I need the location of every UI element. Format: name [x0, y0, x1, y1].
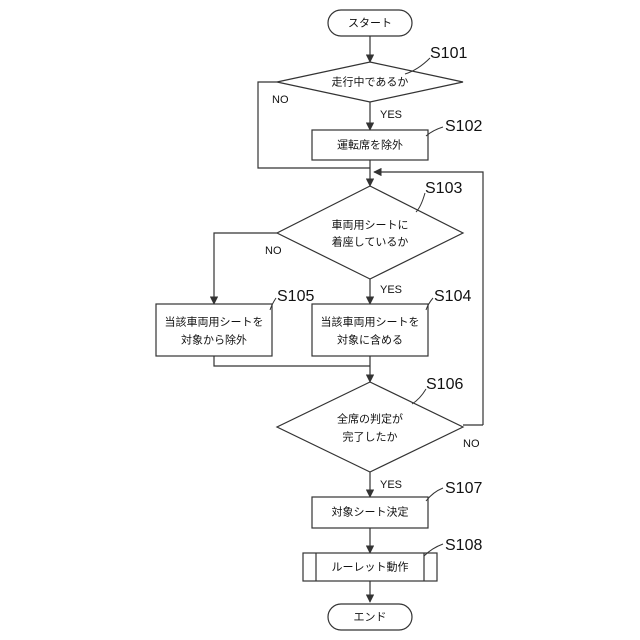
s103-no-label: NO [265, 245, 282, 257]
process-s105: 当該車両用シートを 対象から除外 [156, 304, 272, 356]
process-s107: 対象シート決定 [312, 497, 428, 528]
step-labels: S101 S102 S103 S104 S105 S106 S107 S108 [270, 45, 482, 556]
process-s107-text: 対象シート決定 [332, 505, 409, 519]
start-node: スタート [328, 10, 412, 36]
decision-s103-text-line1: 車両用シートに [332, 218, 409, 232]
decision-s106-text-line2: 完了したか [343, 430, 398, 444]
end-node: エンド [328, 604, 412, 630]
step-s107: S107 [445, 480, 482, 497]
step-s104: S104 [434, 288, 471, 305]
predefined-process-s108: ルーレット動作 [303, 553, 437, 581]
step-s106: S106 [426, 376, 463, 393]
decision-s103-text-line2: 着座しているか [332, 235, 409, 249]
step-s101: S101 [430, 45, 467, 62]
step-s103: S103 [425, 180, 462, 197]
decision-s106: 全席の判定が 完了したか [277, 382, 463, 472]
s106-leader [412, 389, 426, 404]
process-s104-text-line1: 当該車両用シートを [321, 315, 420, 329]
s103-yes-label: YES [380, 284, 402, 296]
arrow-s103-no [214, 233, 277, 304]
process-s108-text: ルーレット動作 [332, 560, 409, 574]
step-s102: S102 [445, 118, 482, 135]
start-label: スタート [348, 17, 392, 30]
s106-yes-label: YES [380, 479, 402, 491]
process-s105-text-line2: 対象から除外 [181, 333, 247, 347]
decision-s106-text-line1: 全席の判定が [337, 412, 403, 426]
decision-s101-text: 走行中であるか [332, 76, 409, 89]
s103-leader [416, 193, 425, 212]
decision-s103: 車両用シートに 着座しているか [277, 186, 463, 279]
process-s104-text-line2: 対象に含める [337, 333, 403, 347]
process-s104: 当該車両用シートを 対象に含める [312, 304, 428, 356]
s101-yes-label: YES [380, 109, 402, 121]
end-label: エンド [354, 611, 387, 624]
step-s108: S108 [445, 537, 482, 554]
arrow-s105-merge [214, 356, 370, 366]
process-s105-text-line1: 当該車両用シートを [165, 315, 264, 329]
step-s105: S105 [277, 288, 314, 305]
s106-no-label: NO [463, 438, 480, 450]
s101-no-label: NO [272, 94, 289, 106]
process-s102-text: 運転席を除外 [337, 138, 403, 152]
decision-s101: 走行中であるか [277, 62, 463, 102]
process-s102: 運転席を除外 [312, 130, 428, 160]
